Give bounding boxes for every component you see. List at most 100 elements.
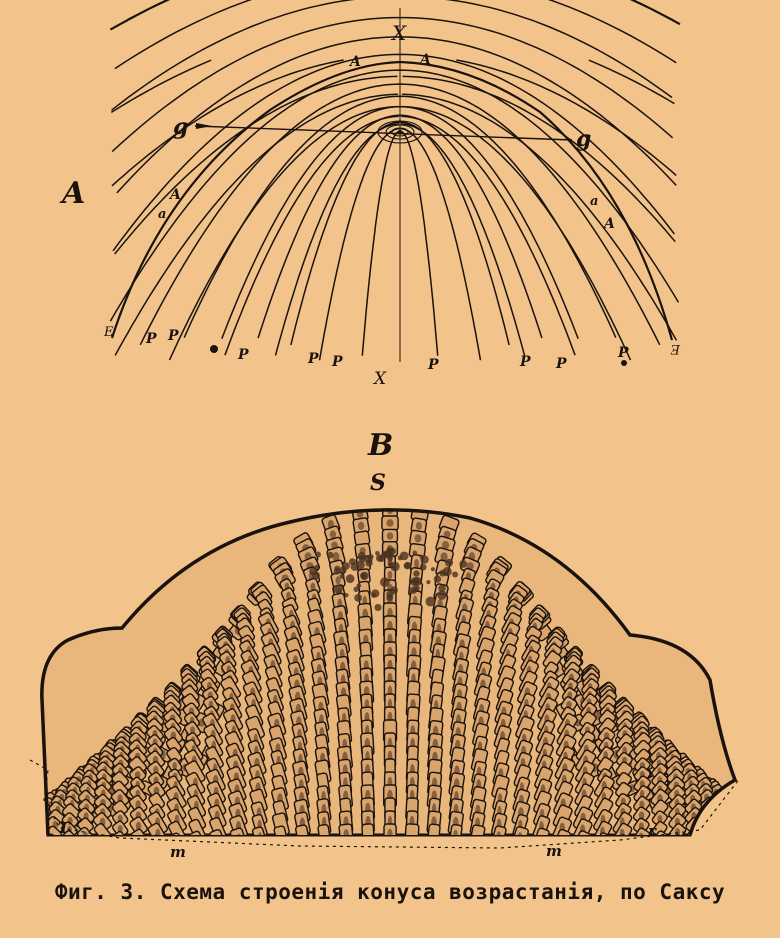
cell-nucleus: [741, 836, 746, 843]
cell: [711, 799, 731, 817]
anticlinal-line: [402, 75, 676, 243]
cell: [41, 810, 43, 827]
cell: [701, 829, 721, 835]
cell: [756, 837, 774, 853]
cell: [716, 817, 734, 834]
apical-stipple: [433, 575, 442, 583]
cell: [756, 831, 774, 849]
anticlinal-line: [114, 93, 398, 356]
cell: [700, 811, 720, 831]
cell: [8, 824, 29, 844]
apical-stipple: [315, 551, 321, 558]
cell: [774, 838, 780, 854]
cell-nucleus: [332, 552, 340, 562]
cell-nucleus: [619, 840, 624, 852]
cell: [11, 820, 30, 837]
cell: [0, 831, 16, 848]
cell: [20, 819, 39, 837]
cell-nucleus: [693, 842, 698, 849]
cell-nucleus: [5, 836, 10, 845]
cell: [743, 829, 761, 845]
cell-nucleus: [751, 823, 757, 832]
axis-x-top-label: X: [390, 21, 407, 45]
cell-nucleus: [331, 541, 338, 549]
cell-nucleus: [723, 830, 729, 835]
cell: [743, 818, 764, 837]
apical-stipple: [419, 563, 427, 571]
p-mark-label: P: [427, 357, 439, 373]
cell-nucleus: [724, 839, 729, 847]
cell-nucleus: [707, 825, 714, 835]
cell-nucleus: [729, 803, 736, 812]
cell: [7, 837, 24, 853]
p-mark-label: P: [519, 354, 531, 370]
cell-nucleus: [414, 534, 422, 543]
apical-stipple: [430, 567, 435, 572]
apical-stipple: [386, 590, 394, 598]
p-mark-label: P: [237, 347, 249, 363]
cell-nucleus: [739, 842, 744, 851]
anticlinal-line: [456, 59, 677, 176]
cell: [725, 809, 736, 826]
cell-nucleus: [13, 842, 18, 849]
cell-nucleus: [748, 825, 753, 833]
cell: [718, 792, 736, 810]
cell-nucleus: [757, 825, 762, 833]
apical-stipple: [425, 596, 436, 607]
cell: [759, 826, 779, 844]
cell-nucleus: [764, 833, 769, 841]
cell: [702, 838, 722, 858]
cell-nucleus: [23, 839, 29, 847]
side-left-A-label: A: [168, 187, 181, 203]
cell-nucleus: [10, 843, 16, 851]
cell: [742, 812, 760, 829]
apical-stipple: [345, 574, 355, 584]
cell-nucleus: [771, 841, 775, 850]
cell-nucleus: [441, 541, 450, 550]
cell: [11, 827, 29, 845]
cell: [41, 808, 45, 827]
cell: [745, 833, 765, 852]
cell-nucleus: [30, 819, 35, 827]
apical-stipple: [309, 567, 318, 576]
cell: [24, 814, 41, 831]
cell-nucleus: [704, 825, 711, 835]
apical-stipple: [357, 551, 366, 560]
cell: [721, 822, 736, 835]
cell-nucleus: [767, 831, 772, 840]
cell-nucleus: [137, 844, 142, 852]
anticlinal-line: [401, 105, 632, 361]
anticlinal-line: [224, 115, 399, 356]
cell-nucleus: [770, 836, 775, 844]
cell: [749, 827, 770, 846]
g-axis-line: [194, 125, 573, 141]
cell: [0, 832, 12, 851]
cell-nucleus: [657, 835, 662, 844]
cell-nucleus: [257, 832, 263, 835]
base-dot: [621, 360, 627, 366]
right-T-label: r: [648, 822, 657, 840]
apical-stipple: [339, 573, 345, 579]
cell-nucleus: [215, 834, 221, 835]
cell-nucleus: [745, 819, 750, 827]
cell-nucleus: [739, 809, 744, 817]
panel-b-illustration: B S T m m r: [0, 428, 780, 861]
apical-stipple: [375, 551, 380, 556]
cell-nucleus: [730, 805, 736, 816]
apical-stipple: [334, 565, 341, 572]
g-right-label: g: [576, 126, 591, 152]
cell-nucleus: [41, 824, 44, 833]
cell: [714, 809, 733, 827]
cell-nucleus: [66, 845, 71, 853]
cell-nucleus: [13, 827, 18, 836]
right-m-label: m: [546, 842, 562, 860]
cell-nucleus: [753, 843, 758, 852]
cell-nucleus: [720, 794, 727, 803]
apical-stipple: [439, 569, 447, 577]
cell: [24, 818, 42, 835]
cell-nucleus: [745, 823, 750, 830]
cell-nucleus: [357, 521, 365, 531]
cell-nucleus: [692, 831, 698, 835]
periclinal-line: [290, 121, 510, 346]
periclinal-line: [114, 0, 677, 70]
